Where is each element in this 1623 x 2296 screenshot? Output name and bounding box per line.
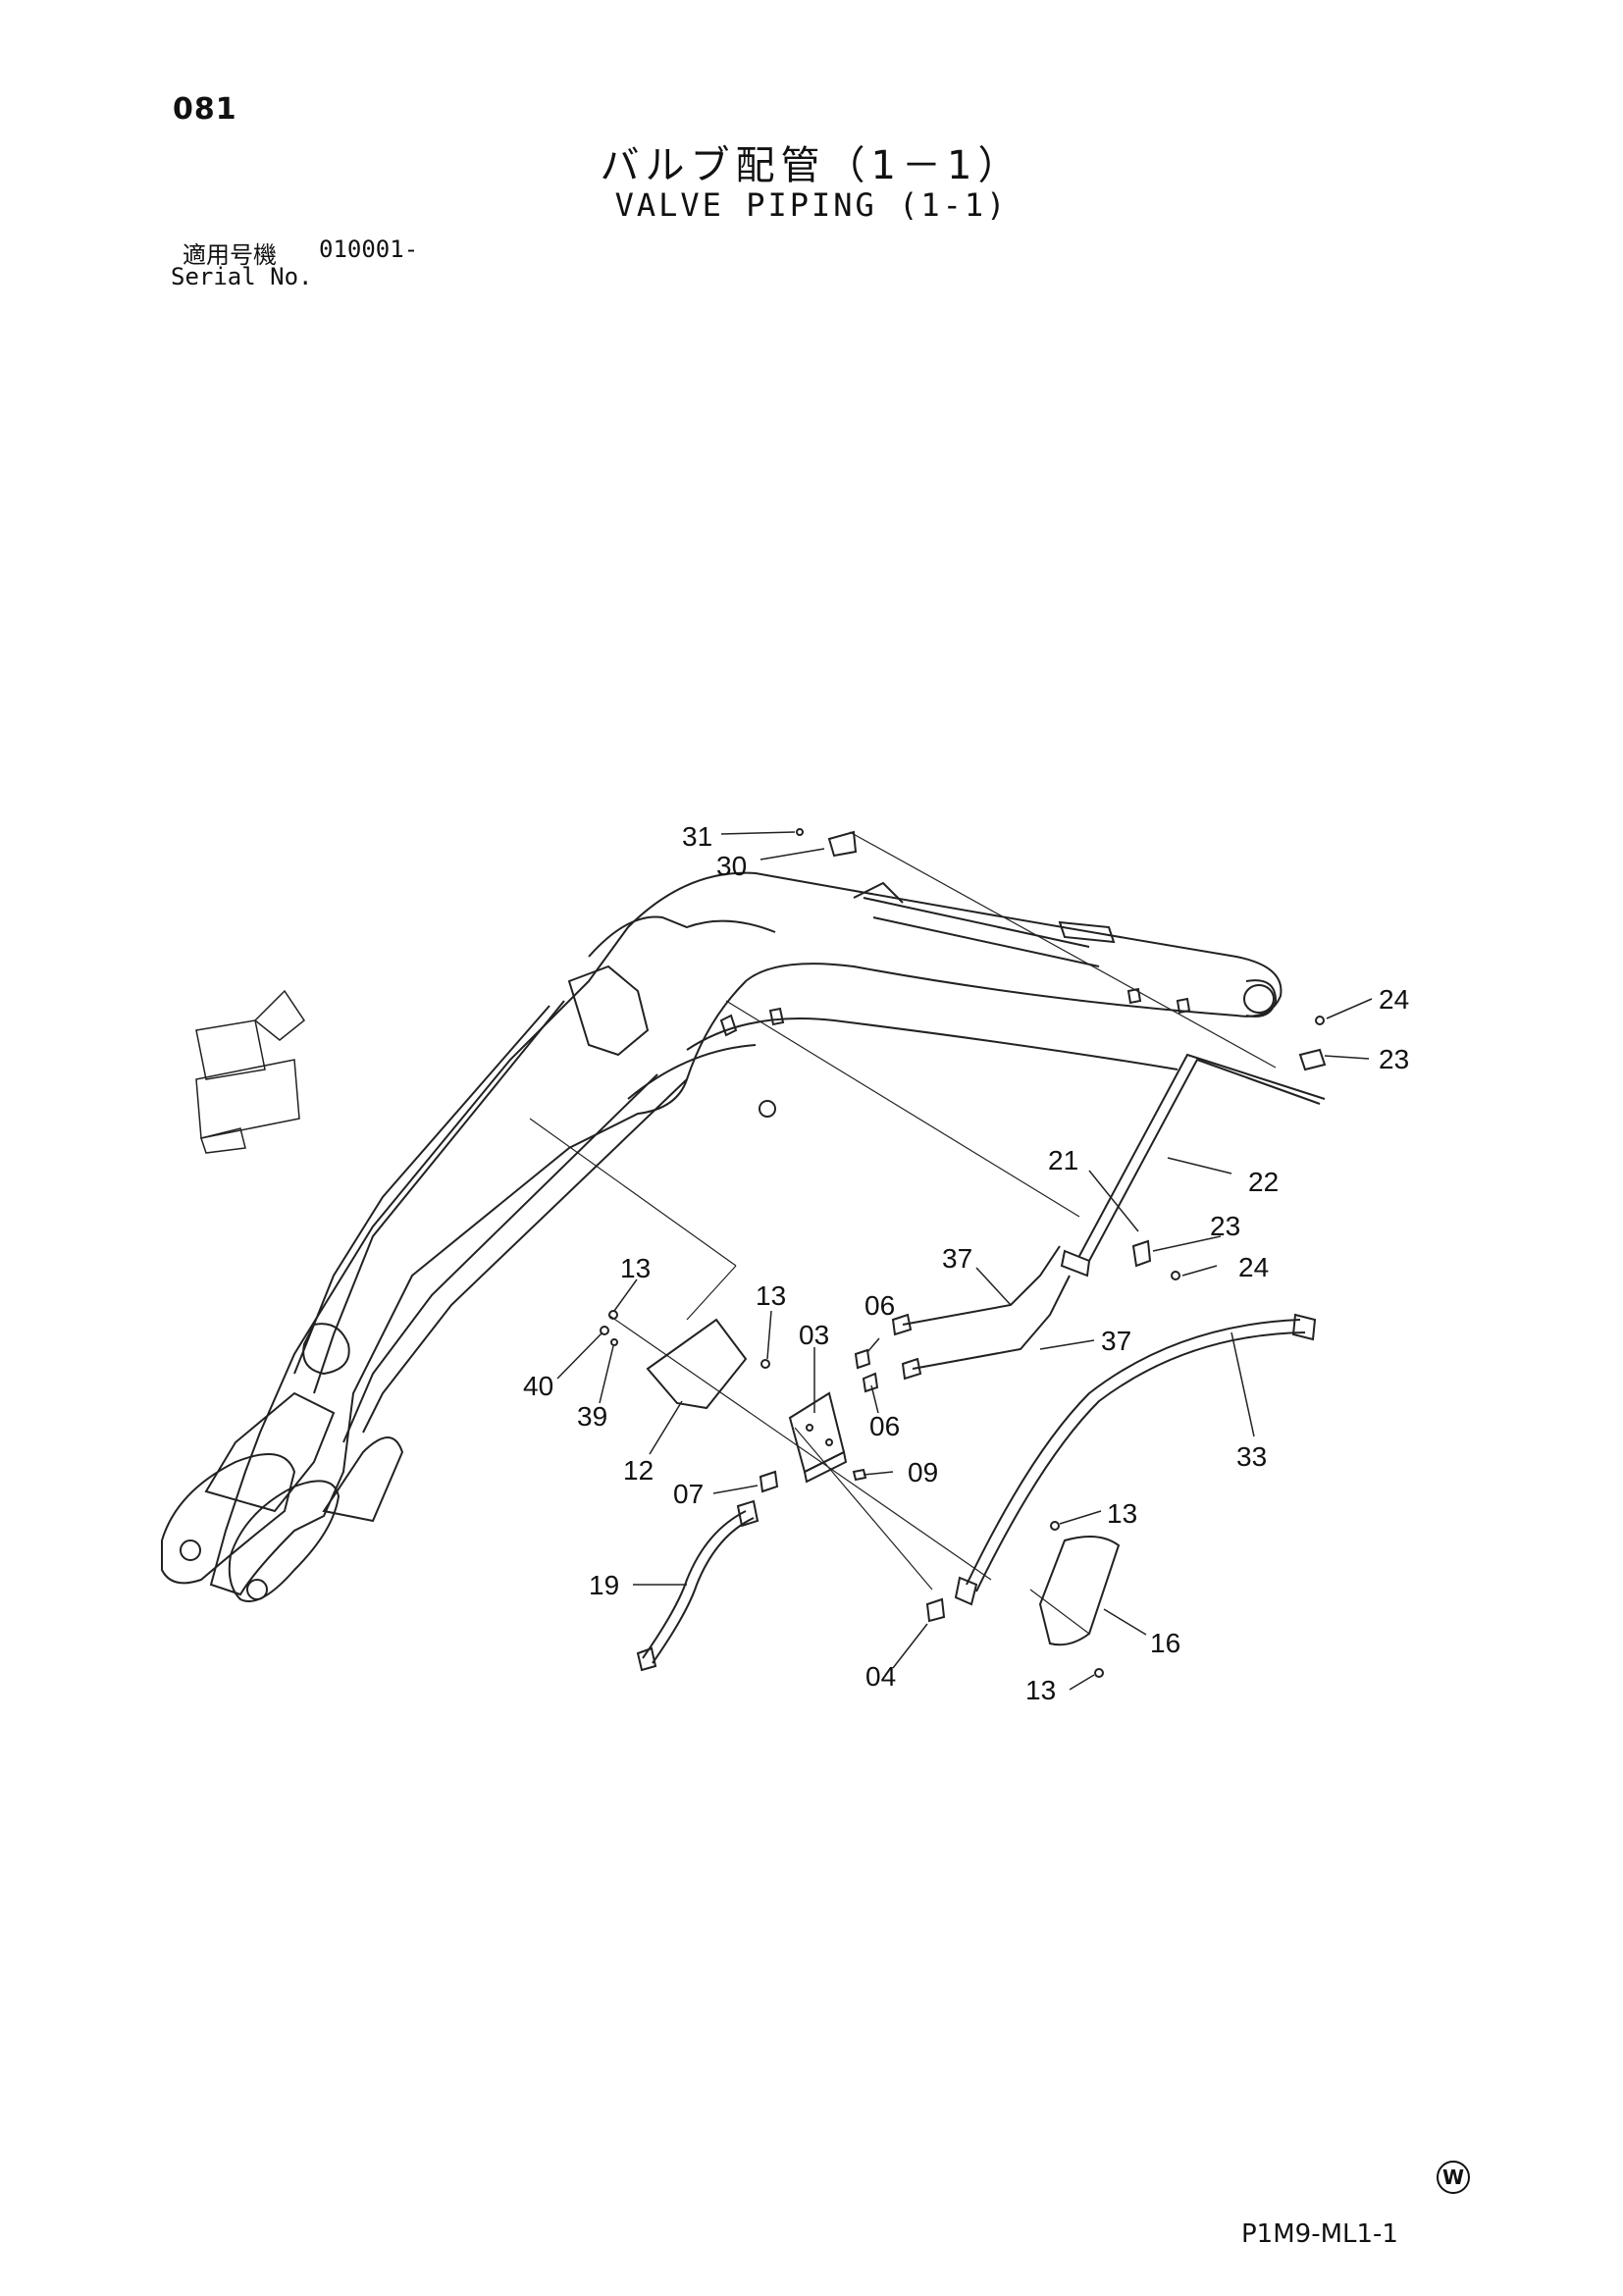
- label-07: 07: [673, 1479, 704, 1509]
- label-16: 16: [1150, 1628, 1180, 1658]
- serial-value: 010001-: [319, 235, 419, 263]
- label-06: 06: [864, 1290, 895, 1321]
- label-09: 09: [908, 1457, 938, 1487]
- label-06b: 06: [869, 1411, 900, 1441]
- part-labels: 31 30 24 23 21 22 23 24 37 37 06 06 13 1…: [523, 821, 1409, 1705]
- title-japanese: バルブ配管（1－1）: [600, 143, 1023, 188]
- serial-label-japanese: 適用号機: [183, 241, 277, 269]
- boom-drawing: [161, 871, 1283, 1602]
- w-circle-mark: W: [1437, 2161, 1470, 2194]
- label-23: 23: [1379, 1044, 1409, 1074]
- label-21: 21: [1048, 1145, 1078, 1175]
- label-31: 31: [682, 821, 712, 852]
- label-13d: 13: [1025, 1675, 1056, 1705]
- label-37b: 37: [1101, 1326, 1131, 1356]
- label-40: 40: [523, 1371, 553, 1401]
- label-22: 22: [1248, 1167, 1279, 1197]
- serial-label-english: Serial No.: [171, 263, 313, 290]
- drawing-code: P1M9-ML1-1: [1241, 2219, 1398, 2249]
- label-24b: 24: [1238, 1252, 1269, 1282]
- callout-leaders: [556, 831, 1373, 1691]
- label-13b: 13: [756, 1280, 786, 1311]
- label-12: 12: [623, 1455, 654, 1486]
- label-24: 24: [1379, 984, 1409, 1015]
- label-39: 39: [577, 1401, 607, 1432]
- label-04: 04: [865, 1661, 896, 1692]
- title-english: VALVE PIPING (1-1): [614, 186, 1009, 224]
- label-13c: 13: [1107, 1498, 1137, 1529]
- label-13: 13: [620, 1253, 651, 1283]
- label-30: 30: [716, 851, 747, 881]
- parts: [600, 828, 1327, 1678]
- page-number: 081: [173, 92, 237, 127]
- label-23b: 23: [1210, 1211, 1240, 1241]
- leader-lines: [529, 831, 1277, 1635]
- label-37: 37: [942, 1243, 972, 1274]
- label-19: 19: [589, 1570, 619, 1600]
- label-33: 33: [1236, 1441, 1267, 1472]
- direction-symbol: [195, 989, 306, 1154]
- label-03: 03: [799, 1320, 829, 1350]
